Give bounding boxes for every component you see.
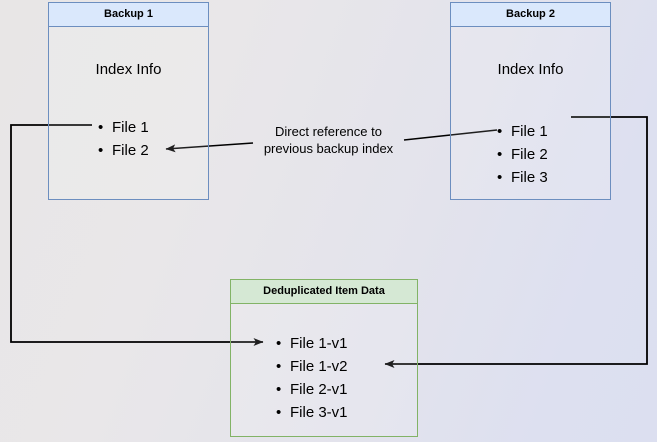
list-item: File 1-v1 (274, 332, 348, 355)
list-item: File 1 (96, 116, 149, 139)
backup-1-file-list: File 1 File 2 (96, 116, 149, 162)
list-item: File 3-v1 (274, 401, 348, 424)
list-item: File 3 (495, 166, 548, 189)
node-deduplicated-item-data-body: File 1-v1 File 1-v2 File 2-v1 File 3-v1 (231, 304, 417, 436)
node-backup-2-header: Backup 2 (451, 3, 610, 27)
deduplicated-file-list: File 1-v1 File 1-v2 File 2-v1 File 3-v1 (274, 332, 348, 424)
list-item: File 2 (96, 139, 149, 162)
list-item: File 2 (495, 143, 548, 166)
node-backup-1-body: Index Info File 1 File 2 (49, 27, 208, 199)
node-backup-2[interactable]: Backup 2 Index Info File 1 File 2 File 3 (450, 2, 611, 200)
list-item: File 1-v2 (274, 355, 348, 378)
node-backup-1-header: Backup 1 (49, 3, 208, 27)
list-item: File 1 (495, 120, 548, 143)
list-item: File 2-v1 (274, 378, 348, 401)
node-deduplicated-item-data-header: Deduplicated Item Data (231, 280, 417, 304)
node-deduplicated-item-data[interactable]: Deduplicated Item Data File 1-v1 File 1-… (230, 279, 418, 437)
node-backup-2-body: Index Info File 1 File 2 File 3 (451, 27, 610, 199)
backup-2-index-info-label: Index Info (497, 61, 564, 78)
node-backup-1[interactable]: Backup 1 Index Info File 1 File 2 (48, 2, 209, 200)
backup-2-file-list: File 1 File 2 File 3 (495, 120, 548, 189)
backup-1-index-info-label: Index Info (95, 61, 162, 78)
edge-label-direct-reference: Direct reference to previous backup inde… (263, 124, 394, 156)
